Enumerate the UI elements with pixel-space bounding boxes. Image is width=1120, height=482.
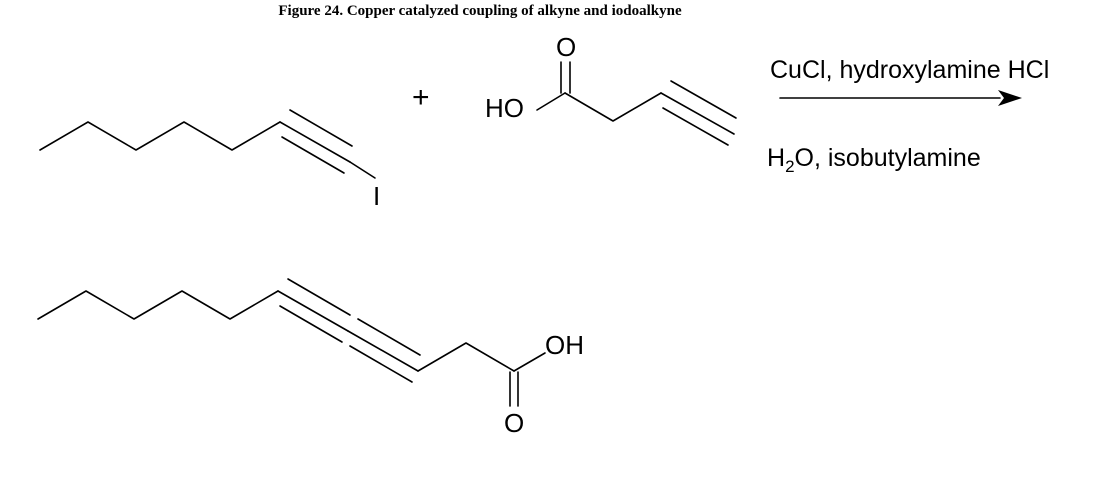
product-second-triple-bond-center [347, 330, 419, 372]
product-first-triple-bond-center [277, 290, 349, 332]
reactant-2-triple-bond-lower [662, 107, 729, 146]
product-first-triple-bond-lower [279, 305, 343, 343]
product-second-triple-bond-upper [357, 318, 421, 356]
product-carbon-oxygen-bond [513, 352, 546, 372]
conditions-suffix: O, isobutylamine [795, 144, 981, 172]
reactant-1-carbon-iodine-bond [349, 161, 376, 179]
reactant-2-triple-bond-center [660, 92, 735, 135]
reactant-2-carbon-chain [564, 92, 662, 122]
reactant-1-triple-bond-center [279, 121, 351, 163]
figure-caption: Figure 24. Copper catalyzed coupling of … [278, 3, 682, 19]
reactant-2-carbonyl-oxygen: O [556, 32, 576, 62]
conditions-above-arrow: CuCl, hydroxylamine HCl [770, 56, 1049, 84]
reaction-arrow-head [998, 90, 1022, 106]
reactant-1-triple-bond-lower [281, 136, 345, 174]
reaction-arrow-group: CuCl, hydroxylamine HCl H2O, isobutylami… [767, 56, 1049, 176]
product-carbonyl-oxygen: O [504, 408, 524, 438]
product-hydroxyl-group: OH [545, 330, 584, 360]
reactant-2-hydroxyl-group: HO [485, 93, 524, 123]
product-diynoic-acid: OH O [37, 278, 584, 438]
reactant-2-triple-bond-upper [670, 80, 737, 119]
product-acid-chain [417, 342, 515, 372]
reactant-2-carbon-oxygen-bond [536, 92, 566, 111]
conditions-h-atom: H [767, 144, 785, 172]
reactant-pentynoic-acid: O HO [485, 32, 737, 146]
reactant-iodoalkyne: I [39, 109, 380, 211]
reactant-1-alkyl-chain [39, 121, 281, 151]
product-second-triple-bond-lower [349, 345, 413, 383]
reactant-1-triple-bond-upper [289, 109, 353, 147]
plus-sign: + [412, 81, 430, 114]
iodine-atom: I [373, 181, 380, 211]
product-first-triple-bond-upper [287, 278, 351, 316]
product-alkyl-chain [37, 290, 279, 320]
conditions-below-arrow: H2O, isobutylamine [767, 144, 981, 176]
conditions-subscript-2: 2 [785, 157, 794, 176]
